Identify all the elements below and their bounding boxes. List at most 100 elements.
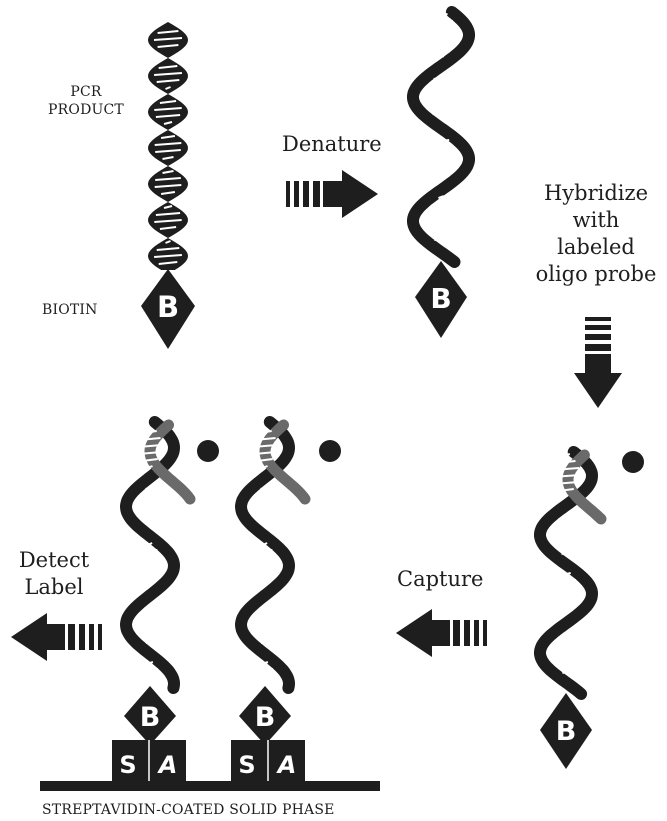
base-rung	[554, 601, 577, 603]
base-rung	[138, 564, 162, 566]
base-rung	[427, 42, 455, 44]
base-rung	[143, 578, 157, 580]
base-rung	[426, 224, 457, 226]
base-rung	[428, 84, 453, 86]
base-rung	[433, 175, 448, 177]
biotin-tag-denatured: B	[415, 261, 467, 338]
denature-label: Denature	[282, 131, 382, 157]
base-rung	[562, 671, 569, 673]
detect-label: Detect Label	[14, 547, 94, 601]
base-rung	[435, 14, 448, 16]
base-rung	[425, 161, 456, 163]
base-rung	[138, 620, 162, 622]
base-rung	[139, 452, 161, 454]
base-rung	[425, 35, 457, 37]
base-rung	[554, 524, 578, 526]
base-rung	[559, 608, 573, 610]
streptavidin-block-1: S A	[112, 740, 186, 784]
base-rung	[426, 91, 457, 93]
base-rung	[254, 627, 277, 629]
base-rung	[145, 606, 156, 608]
base-rung	[141, 634, 159, 636]
base-rung	[141, 494, 159, 496]
base-rung	[253, 501, 276, 503]
hybridize-label: Hybridize with labeled oligo probe	[527, 180, 665, 288]
base-rung	[138, 508, 161, 510]
biotin-tag-hybrid: B	[540, 693, 592, 769]
base-rung	[562, 454, 570, 456]
base-rung	[554, 482, 578, 484]
base-rung	[432, 203, 450, 205]
base-rung	[256, 634, 274, 636]
base-rung	[557, 664, 576, 666]
base-rung	[429, 21, 453, 23]
svg-text:B: B	[556, 716, 577, 747]
base-rung	[260, 606, 271, 608]
capture-arrow	[396, 609, 487, 657]
base-rung	[145, 522, 155, 524]
pcr-product-label: PCR PRODUCT	[36, 83, 136, 119]
base-rung	[553, 657, 579, 659]
base-rung	[254, 676, 276, 678]
base-rung	[138, 501, 161, 503]
base-rung	[561, 573, 570, 575]
base-rung	[427, 210, 454, 212]
base-rung	[254, 571, 275, 573]
base-rung	[253, 508, 276, 510]
base-rung	[433, 112, 450, 114]
solid-phase-label: STREPTAVIDIN-COATED SOLID PHASE	[42, 801, 335, 819]
base-rung	[262, 662, 268, 664]
pcr-product-helix	[148, 22, 188, 270]
base-rung	[552, 531, 580, 533]
base-rung	[425, 98, 457, 100]
streptavidin-block-2: S A	[231, 740, 305, 784]
base-rung	[552, 594, 580, 596]
base-rung	[256, 515, 275, 517]
base-rung	[260, 522, 270, 524]
base-rung	[257, 669, 273, 671]
base-rung	[558, 636, 574, 638]
base-rung	[552, 475, 580, 477]
base-rung	[253, 445, 277, 447]
biotin-tag-pcr: B	[141, 269, 195, 349]
base-rung	[552, 650, 580, 652]
base-rung	[261, 641, 269, 643]
denature-arrow	[286, 170, 378, 218]
base-rung	[556, 545, 576, 547]
base-rung	[562, 552, 571, 554]
base-rung	[434, 238, 447, 240]
svg-text:B: B	[255, 702, 276, 733]
base-rung	[139, 627, 162, 629]
base-rung	[258, 550, 273, 552]
probe-label-dot	[319, 440, 341, 462]
base-rung	[254, 557, 276, 559]
base-rung	[139, 571, 160, 573]
base-rung	[258, 578, 272, 580]
detect-arrow	[11, 613, 102, 661]
base-rung	[429, 231, 453, 233]
biotin-tag-captured-2: B	[239, 686, 291, 745]
dna-molecules	[126, 12, 601, 694]
svg-text:B: B	[140, 702, 161, 733]
svg-text:B: B	[430, 282, 451, 315]
base-rung	[146, 641, 154, 643]
base-rung	[428, 105, 455, 107]
base-rung	[556, 580, 576, 582]
svg-text:S: S	[119, 751, 136, 779]
base-rung	[139, 557, 161, 559]
base-rung	[138, 445, 162, 447]
probe-label-dot	[622, 451, 644, 473]
base-rung	[425, 154, 456, 156]
base-rung	[553, 538, 580, 540]
base-rung	[559, 517, 574, 519]
base-rung	[253, 620, 277, 622]
base-rung	[434, 77, 449, 79]
base-rung	[147, 662, 153, 664]
capture-label: Capture	[397, 566, 483, 592]
base-rung	[553, 587, 580, 589]
probe-label-dot	[197, 440, 219, 462]
base-rung	[426, 28, 457, 30]
solid-phase-bar	[40, 781, 380, 791]
base-rung	[554, 643, 579, 645]
